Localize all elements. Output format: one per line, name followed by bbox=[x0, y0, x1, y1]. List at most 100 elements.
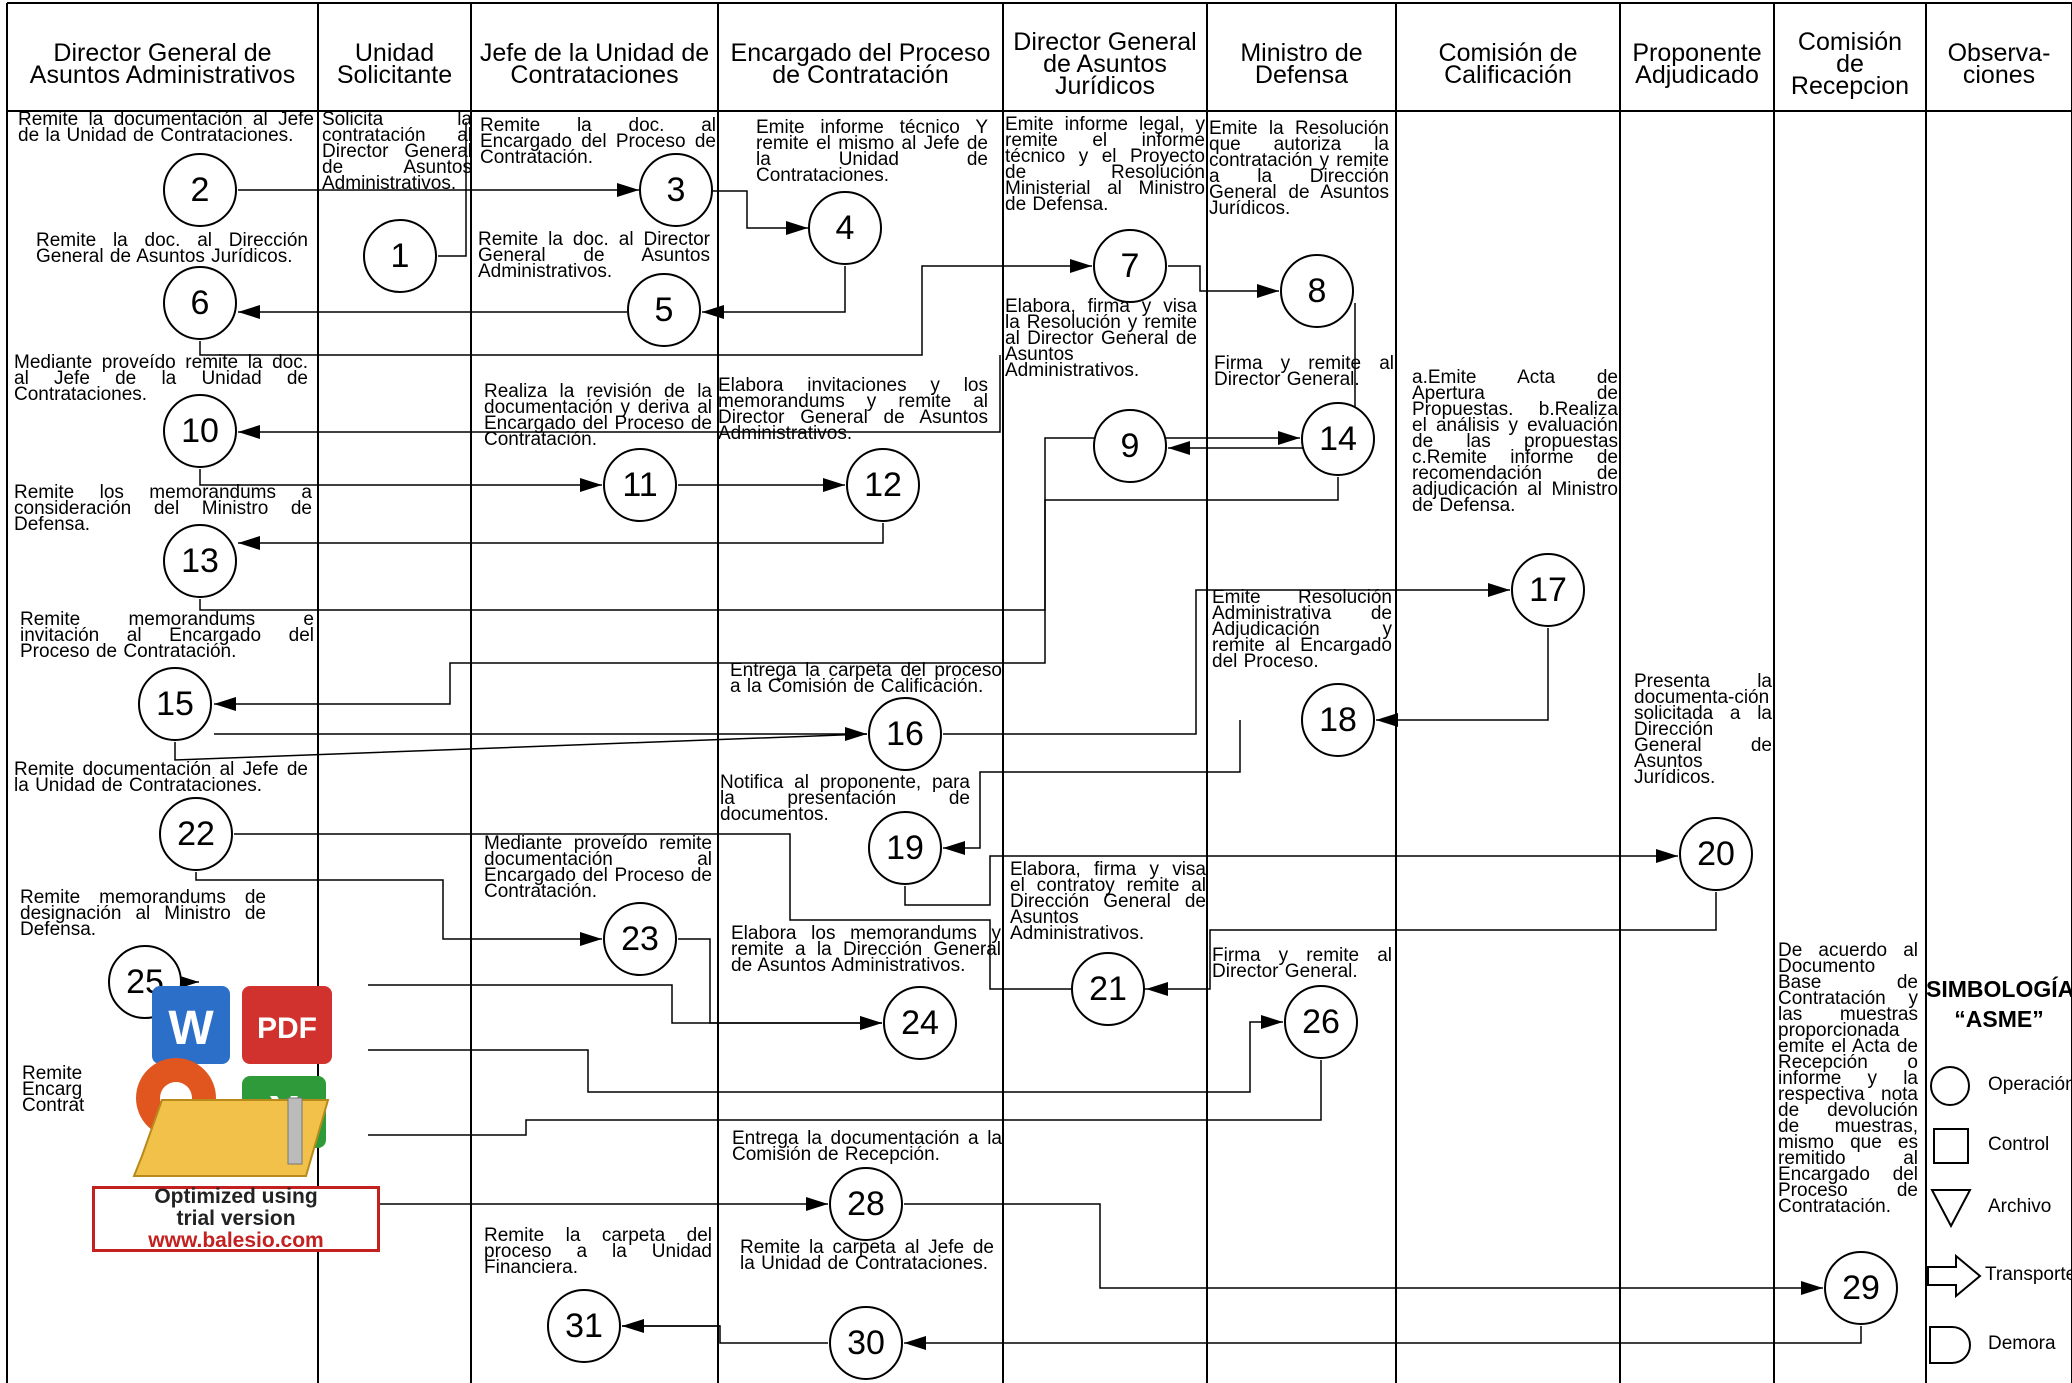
operation-node: 21 bbox=[1071, 952, 1145, 1026]
arrowhead bbox=[1261, 1015, 1283, 1029]
operation-node: 3 bbox=[639, 153, 713, 227]
arrowhead bbox=[786, 221, 808, 235]
step-note: Elabora los memorandums y remite a la Di… bbox=[731, 923, 1001, 976]
operation-node: 31 bbox=[547, 1289, 621, 1363]
legend-label: Control bbox=[1988, 1134, 2050, 1155]
connector bbox=[368, 1021, 1283, 1093]
connector bbox=[904, 1326, 1862, 1344]
operation-symbol-icon bbox=[1930, 1066, 1970, 1106]
connector bbox=[195, 872, 602, 940]
lane-header: Unidad Solicitante bbox=[336, 39, 453, 89]
step-note: Remite memorandums de designación al Min… bbox=[20, 887, 266, 940]
connector bbox=[1168, 265, 1279, 292]
lane-header: Proponente Adjudicado bbox=[1632, 39, 1762, 89]
archive-symbol-icon bbox=[1930, 1189, 1972, 1229]
balesio-watermark: W PDF X Optimized using trial version ww… bbox=[92, 980, 382, 1276]
control-symbol-icon bbox=[1933, 1128, 1969, 1164]
arrowhead bbox=[580, 932, 602, 946]
connector bbox=[1146, 892, 1717, 990]
arrowhead bbox=[238, 536, 260, 550]
operation-node: 20 bbox=[1679, 817, 1753, 891]
lane-header: Observa- ciones bbox=[1947, 39, 2051, 89]
operation-node: 23 bbox=[603, 902, 677, 976]
legend-label: Demora bbox=[1988, 1333, 2056, 1354]
operation-node: 22 bbox=[159, 797, 233, 871]
step-note: Elabora, firma y visa la Resolución y re… bbox=[1005, 296, 1197, 381]
connector bbox=[238, 355, 1001, 433]
step-note: Remite documentación al Jefe de la Unida… bbox=[14, 759, 308, 796]
operation-node: 4 bbox=[808, 191, 882, 265]
step-note: Elabora invitaciones y los memorandums y… bbox=[718, 375, 988, 444]
operation-node: 28 bbox=[829, 1167, 903, 1241]
arrowhead bbox=[1257, 284, 1279, 298]
connector bbox=[438, 122, 467, 257]
watermark-url: www.balesio.com bbox=[148, 1229, 324, 1252]
arrowhead bbox=[806, 1197, 828, 1211]
operation-node: 16 bbox=[868, 697, 942, 771]
arrowhead bbox=[1168, 441, 1190, 455]
operation-node: 8 bbox=[1280, 254, 1354, 328]
operation-node: 30 bbox=[829, 1306, 903, 1380]
step-note: Entrega la carpeta del proceso a la Comi… bbox=[730, 660, 1002, 697]
step-note: Realiza la revisión de la documentación … bbox=[484, 381, 712, 450]
arrowhead bbox=[622, 1319, 644, 1333]
step-note: Elabora, firma y visa el contratoy remit… bbox=[1010, 859, 1206, 944]
arrowhead bbox=[702, 305, 724, 319]
step-note: Solicita la contratación al Director Gen… bbox=[322, 109, 472, 194]
arrowhead bbox=[238, 305, 260, 319]
watermark-line-2: trial version bbox=[176, 1207, 296, 1230]
arrowhead bbox=[1070, 259, 1092, 273]
delay-symbol-icon bbox=[1929, 1326, 1971, 1364]
step-note: Remite la carpeta al Jefe de la Unidad d… bbox=[740, 1237, 994, 1274]
arrowhead bbox=[1376, 713, 1398, 727]
operation-node: 26 bbox=[1284, 985, 1358, 1059]
legend-label: Transporte bbox=[1985, 1264, 2072, 1285]
lane-header: Jefe de la Unidad de Contrataciones bbox=[479, 39, 710, 89]
step-note: Entrega la documentación a la Comisión d… bbox=[732, 1128, 1002, 1165]
operation-node: 29 bbox=[1824, 1251, 1898, 1325]
legend-title: SIMBOLOGÍA “ASME” bbox=[1926, 976, 2072, 1032]
connector bbox=[1376, 628, 1549, 721]
operation-node: 2 bbox=[163, 153, 237, 227]
step-note: Emite la Resolución que autoriza la cont… bbox=[1209, 118, 1389, 219]
operation-node: 6 bbox=[163, 266, 237, 340]
folder-icon bbox=[132, 1099, 330, 1177]
arrowhead bbox=[238, 425, 260, 439]
lane-header: Ministro de Defensa bbox=[1240, 39, 1363, 89]
arrowhead bbox=[845, 727, 867, 741]
arrowhead bbox=[1801, 1281, 1823, 1295]
step-note: a.Emite Acta de Apertura de Propuestas. … bbox=[1412, 367, 1618, 516]
step-note: Presenta la documenta-ción solicitada a … bbox=[1634, 671, 1772, 788]
svg-text:W: W bbox=[168, 1002, 214, 1055]
lane-header: Director General de Asuntos Administrati… bbox=[29, 39, 296, 89]
lane-header: Comisión de Calificación bbox=[1438, 39, 1578, 89]
step-note: Emite Resolución Administrativa de Adjud… bbox=[1212, 587, 1392, 672]
connector bbox=[622, 1325, 828, 1344]
step-note: Remite la documentación al Jefe de la Un… bbox=[18, 109, 314, 146]
step-note: Remite la doc. al Director General de As… bbox=[478, 229, 710, 282]
step-note: Notifica al proponente, para la presenta… bbox=[720, 772, 970, 825]
operation-node: 11 bbox=[603, 448, 677, 522]
operation-node: 24 bbox=[883, 986, 957, 1060]
connector bbox=[199, 265, 1092, 356]
connector bbox=[904, 855, 1678, 906]
connector bbox=[943, 720, 1241, 849]
step-note: Mediante proveído remite documentación a… bbox=[484, 833, 712, 902]
step-note: Remite la doc. al Dirección General de A… bbox=[36, 230, 308, 267]
step-note: Remite los memorandums a consideración d… bbox=[14, 482, 312, 535]
arrowhead bbox=[177, 975, 199, 989]
note-truncated: Remite Encarg Contrat bbox=[22, 1063, 85, 1116]
step-note: Emite informe legal, y remite el informe… bbox=[1005, 114, 1205, 215]
operation-node: 17 bbox=[1511, 553, 1585, 627]
pdf-icon bbox=[242, 986, 332, 1064]
step-note: Emite informe técnico Y remite el mismo … bbox=[756, 117, 988, 186]
connector bbox=[174, 733, 868, 761]
operation-node: 14 bbox=[1301, 402, 1375, 476]
zipper-icon bbox=[287, 1097, 303, 1165]
arrowhead bbox=[1488, 583, 1510, 597]
arrowhead bbox=[1146, 982, 1168, 996]
operation-node: 18 bbox=[1301, 683, 1375, 757]
step-note: Remite la doc. al Encargado del Proceso … bbox=[480, 115, 716, 168]
